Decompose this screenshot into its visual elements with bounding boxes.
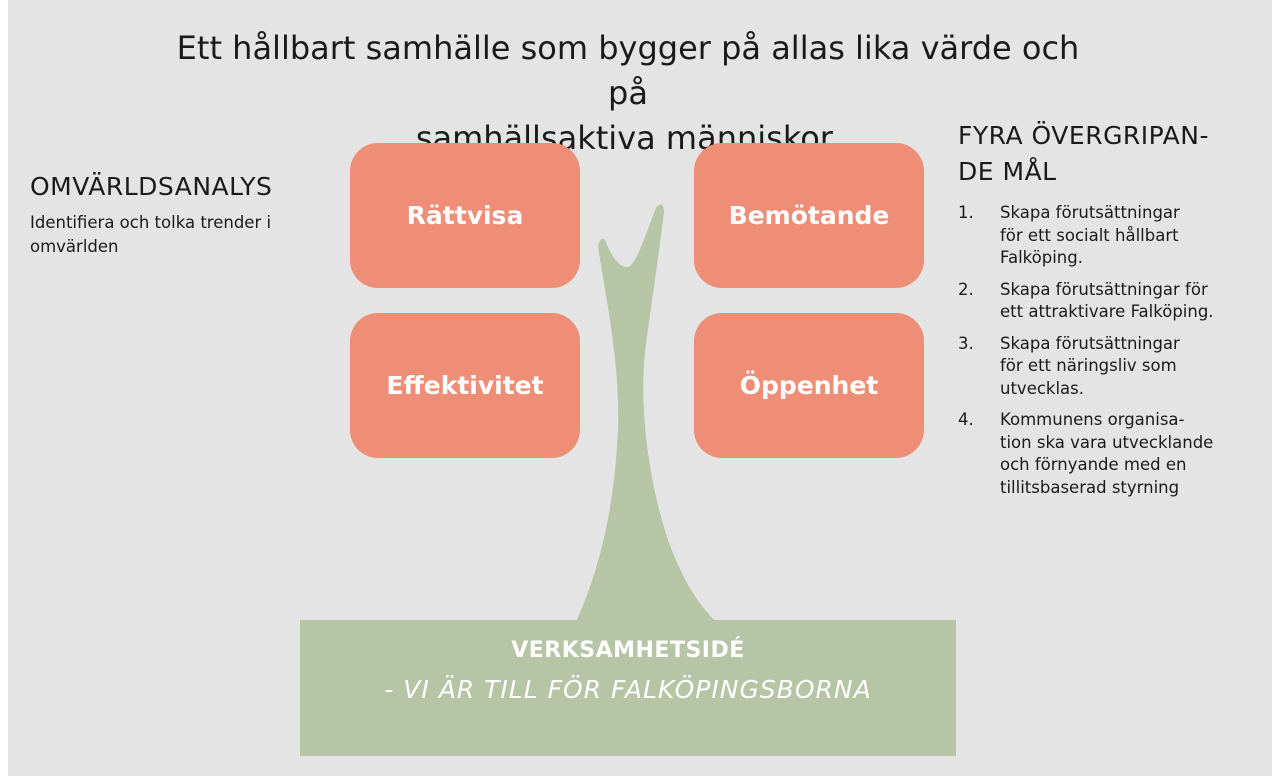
goal-text: Skapa förutsättningar för ett socialt hå… [1000,202,1250,270]
goal-line: tillitsbaserad styrning [1000,477,1180,497]
goal-number: 3. [958,333,974,353]
goals-title-line-2: DE MÅL [958,157,1057,186]
description-line-2: omvärlden [30,237,119,256]
goal-number: 4. [958,410,974,429]
mission-box: VERKSAMHETSIDÉ - VI ÄR TILL FÖR FALKÖPIN… [300,620,956,756]
description-line-1: Identifiera och tolka trender i [30,213,272,232]
goal-line: utvecklas. [1000,378,1085,398]
goal-item: 4. Kommunens organisa- tion ska vara utv… [958,409,1270,499]
goal-line: Skapa förutsättningar [1000,333,1180,353]
goal-number: 1. [958,203,974,222]
goal-line: tion ska vara utvecklande [1000,432,1214,452]
tree-trunk-shape [576,204,716,622]
value-box-bemotande: Bemötande [694,143,924,288]
vision-statement: Ett hållbart samhälle som bygger på alla… [158,26,1098,161]
goal-number: 2. [958,279,974,299]
goal-text: Skapa förutsättningar för ett attraktiva… [1000,279,1250,324]
value-box-oppenhet: Öppenhet [694,313,924,458]
goal-text: Skapa förutsättningar för ett näringsliv… [1000,333,1250,401]
goal-text: Kommunens organisa- tion ska vara utveck… [1000,409,1250,499]
value-label: Effektivitet [386,371,544,400]
goal-item: 3. Skapa förutsättningar för ett närings… [958,333,1270,401]
environment-analysis-description: Identifiera och tolka trender i omvärlde… [30,211,330,259]
goal-line: ett attraktivare Falköping. [1000,302,1214,321]
diagram-canvas: Ett hållbart samhälle som bygger på alla… [8,0,1272,776]
mission-title: VERKSAMHETSIDÉ [511,638,745,663]
environment-analysis-title: OMVÄRLDSANALYS [30,172,273,201]
goal-line: Skapa förutsättningar för [1000,279,1208,299]
goals-title-line-1: FYRA ÖVERGRIPAN- [958,121,1209,150]
goal-line: Falköping. [1000,248,1083,267]
goal-line: för ett socialt hållbart [1000,225,1179,245]
value-box-effektivitet: Effektivitet [350,313,580,458]
goal-item: 2. Skapa förutsättningar för ett attrakt… [958,279,1270,324]
value-label: Bemötande [728,201,890,230]
mission-subtitle: - VI ÄR TILL FÖR FALKÖPINGSBORNA [384,675,872,704]
vision-line-1: Ett hållbart samhälle som bygger på alla… [176,29,1080,112]
goals-panel: FYRA ÖVERGRIPAN- DE MÅL 1. Skapa förutsä… [958,118,1270,508]
value-label: Öppenhet [739,371,879,400]
goal-line: för ett näringsliv som [1000,356,1177,375]
goal-line: Kommunens organisa- [1000,410,1185,429]
value-box-rattvisa: Rättvisa [350,143,580,288]
goals-title: FYRA ÖVERGRIPAN- DE MÅL [958,118,1270,190]
goal-list: 1. Skapa förutsättningar för ett socialt… [958,202,1270,499]
tree-trunk [576,204,716,622]
value-label: Rättvisa [406,201,524,230]
goal-line: Skapa förutsättningar [1000,203,1180,222]
goal-item: 1. Skapa förutsättningar för ett socialt… [958,202,1270,270]
goal-line: och förnyande med en [1000,455,1187,474]
environment-analysis-panel: OMVÄRLDSANALYS Identifiera och tolka tre… [30,172,330,259]
